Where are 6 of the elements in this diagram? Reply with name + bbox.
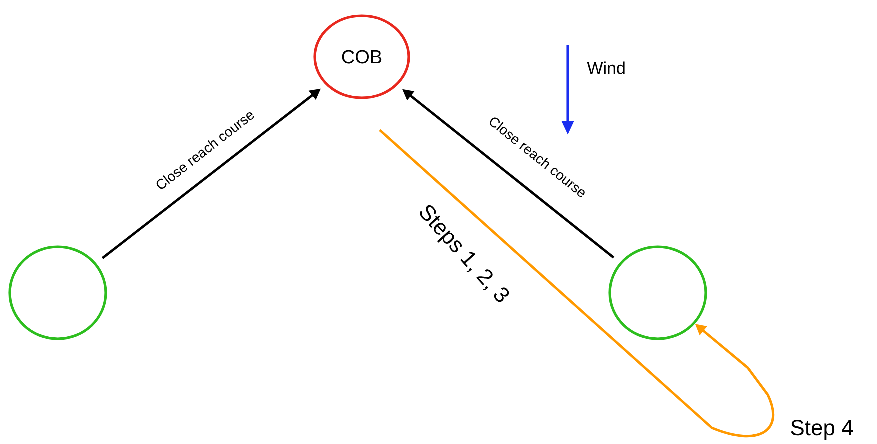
text-label: Wind	[587, 62, 625, 74]
circle-node: COB	[314, 14, 410, 100]
empty-circle	[8, 246, 108, 340]
text-label: Step 4	[791, 420, 854, 440]
arrow	[379, 129, 774, 438]
empty-circle	[608, 246, 708, 340]
